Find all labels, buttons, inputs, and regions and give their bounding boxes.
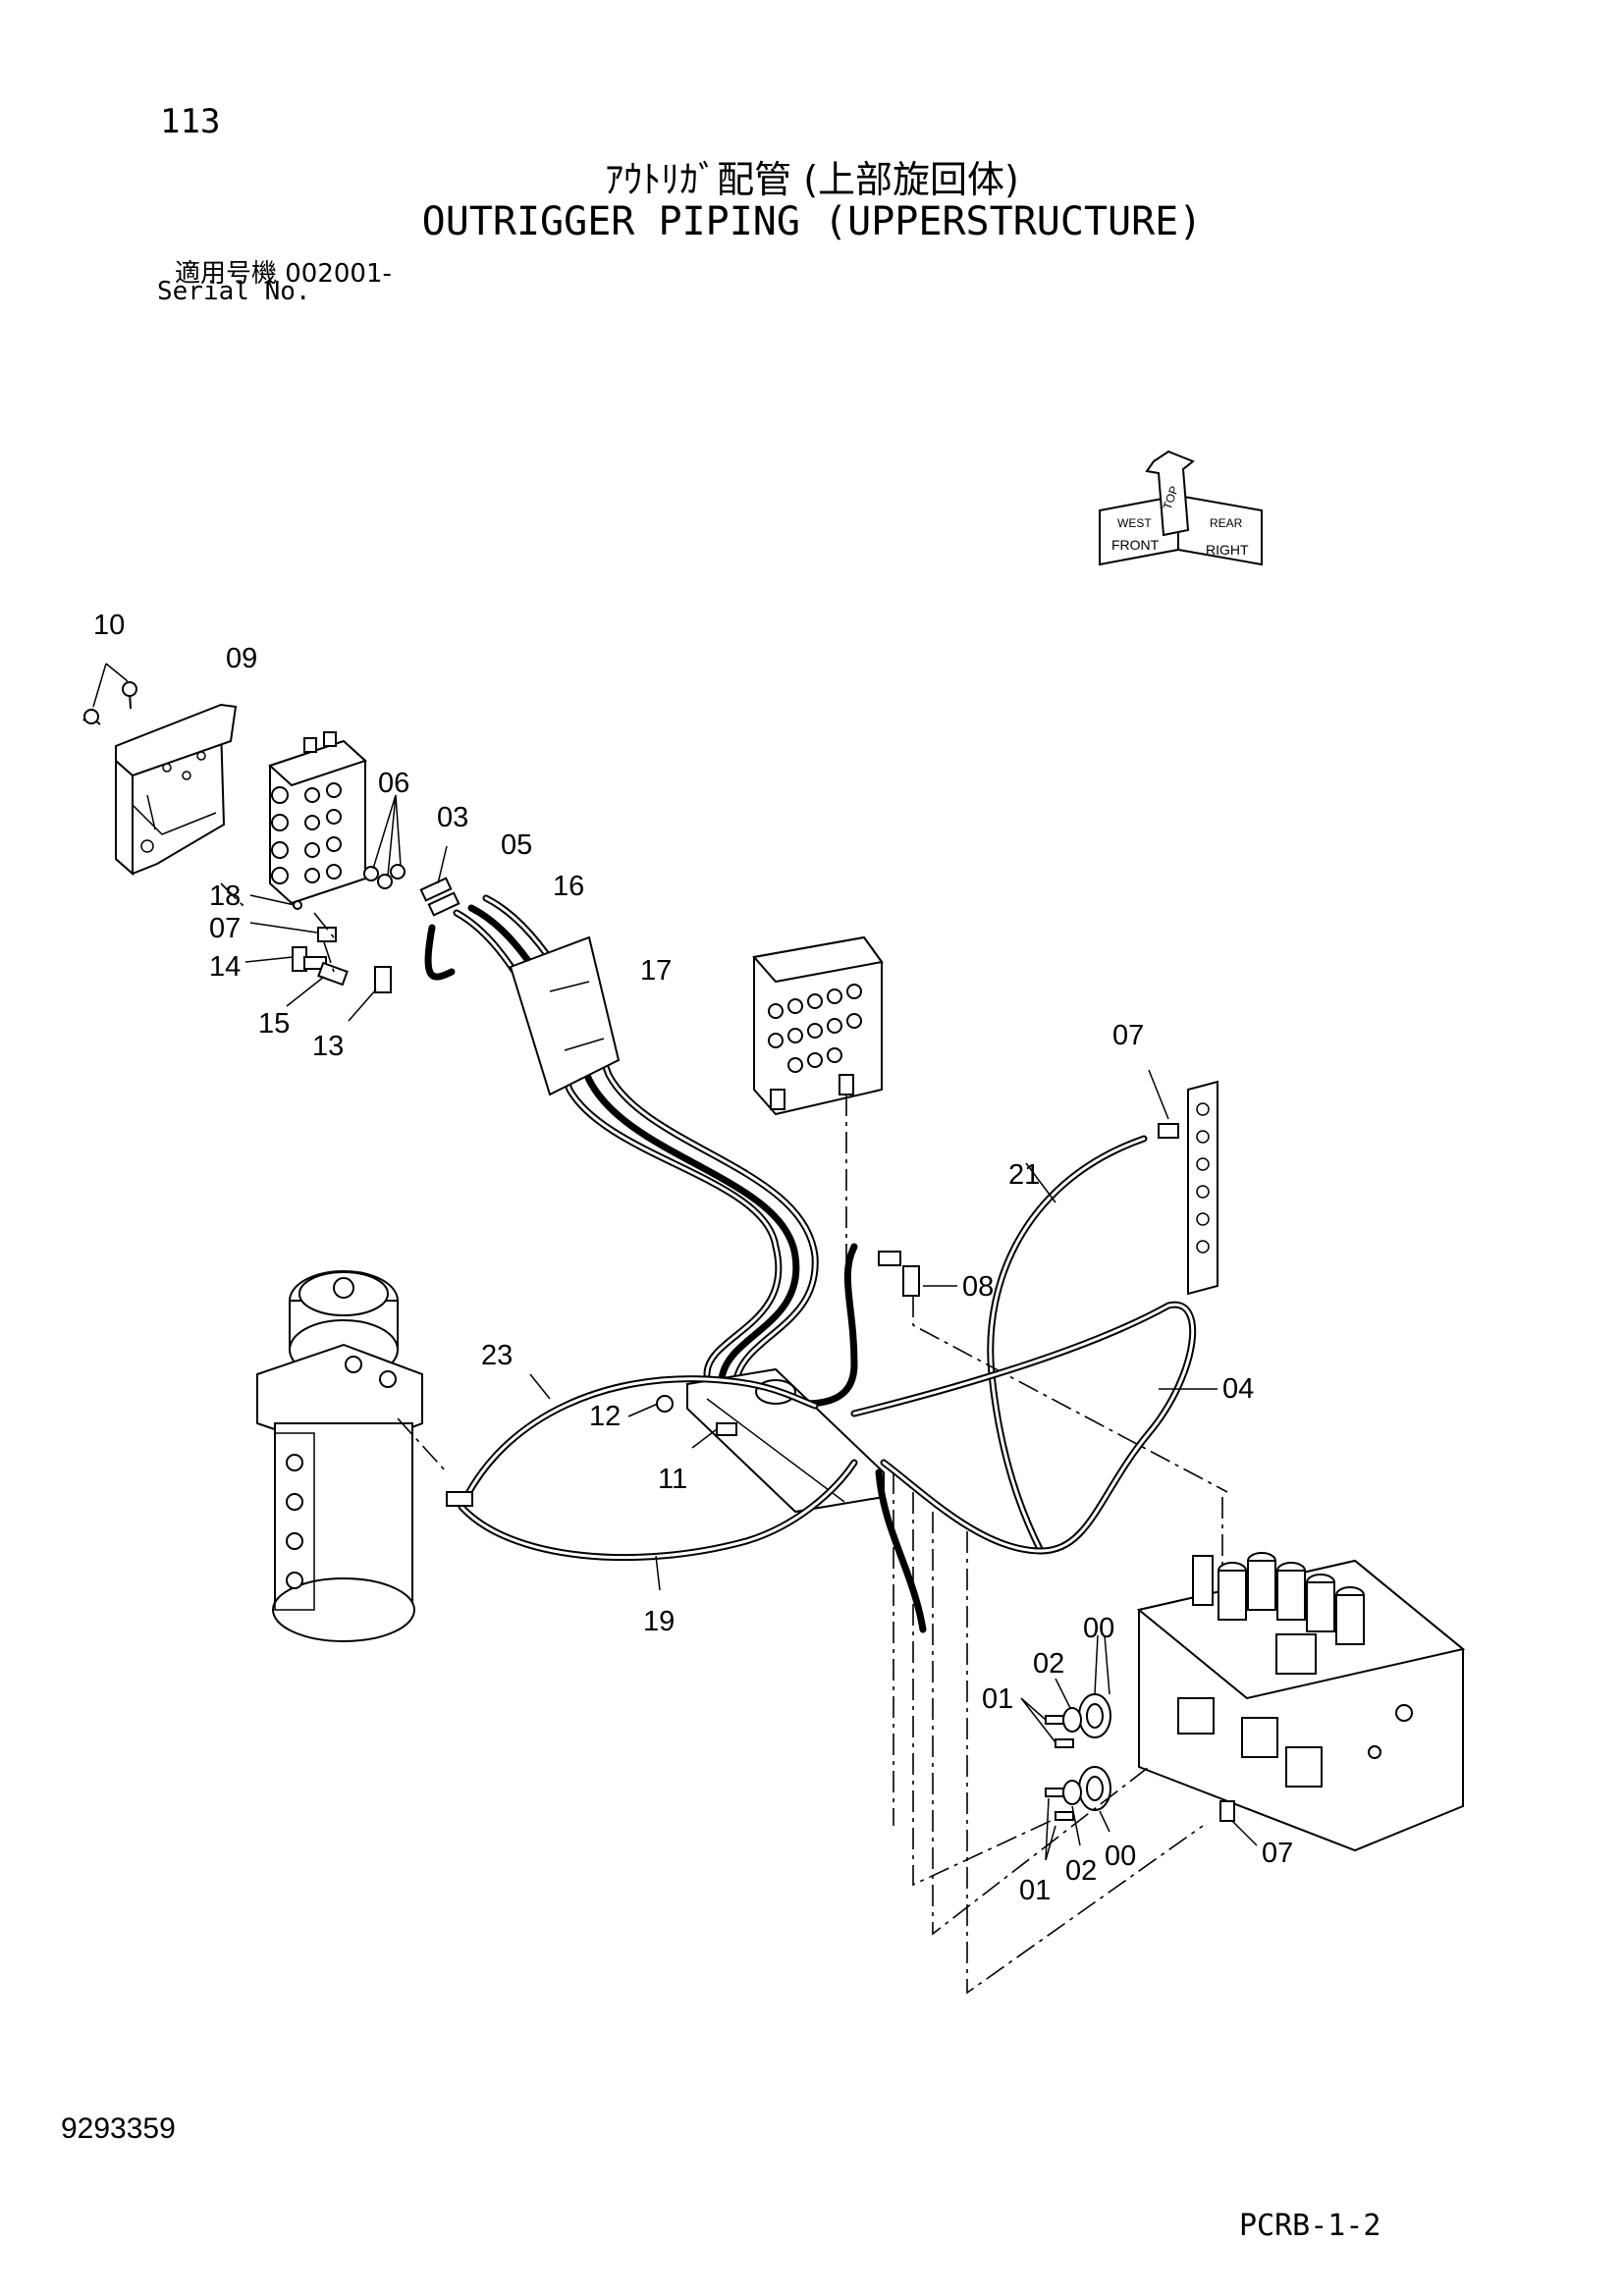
callout-14: 14	[209, 951, 241, 983]
bolt-10	[82, 663, 137, 725]
callout-10: 10	[93, 610, 125, 641]
small-fittings	[244, 894, 392, 1022]
callout-18: 18	[209, 881, 241, 912]
flange-set	[1020, 1634, 1111, 1861]
orientation-label-right: RIGHT	[1206, 542, 1249, 558]
page-title-jp: ｱｳﾄﾘｶﾞ配管 (上部旋回体)	[605, 158, 1019, 201]
callout-09: 09	[226, 643, 257, 674]
document-number: 9293359	[61, 2112, 176, 2145]
callout-11: 11	[658, 1464, 687, 1495]
orientation-label-rear: REAR	[1210, 516, 1243, 530]
hose-21	[987, 1135, 1148, 1555]
orientation-label-west: WEST	[1117, 516, 1152, 530]
callout-00b: 00	[1105, 1841, 1136, 1872]
page-code: PCRB-1-2	[1239, 2209, 1381, 2243]
bracket-09	[115, 703, 238, 877]
callout-02a: 02	[1033, 1648, 1064, 1680]
callout-07c: 07	[1262, 1838, 1293, 1869]
dashed-leaders	[220, 882, 1223, 1995]
callout-15: 15	[258, 1008, 290, 1040]
callout-00a: 00	[1083, 1613, 1114, 1644]
callout-16: 16	[553, 871, 584, 902]
page-title-en: OUTRIGGER PIPING (UPPERSTRUCTURE)	[421, 199, 1203, 244]
swivel-joint	[256, 1270, 448, 1642]
callout-19: 19	[643, 1606, 675, 1637]
orientation-label-front: FRONT	[1111, 537, 1160, 553]
callout-07b: 07	[1112, 1020, 1144, 1051]
callout-03: 03	[437, 802, 468, 833]
control-valve-middle	[752, 935, 884, 1266]
callout-01b: 01	[1019, 1875, 1051, 1906]
callout-01a: 01	[982, 1683, 1013, 1715]
callout-04: 04	[1222, 1373, 1254, 1405]
callout-02b: 02	[1065, 1855, 1097, 1887]
callout-06: 06	[378, 768, 409, 799]
callout-07a: 07	[209, 913, 241, 944]
hose-23-19	[446, 1373, 927, 1633]
serial-label-jp: 適用号機 002001-	[175, 259, 392, 289]
plate-07	[1148, 1069, 1218, 1296]
fitting-08	[801, 1243, 1228, 1493]
callout-21: 21	[1008, 1159, 1040, 1191]
hose-04	[850, 1301, 1218, 1555]
page-number: 113	[160, 102, 221, 141]
fittings-06-03	[363, 794, 460, 917]
callout-12: 12	[589, 1401, 621, 1432]
main-control-valve	[1136, 1552, 1466, 1852]
serial-label-en: Serial No.	[157, 277, 311, 306]
hose-bundle-16-05	[424, 894, 819, 1383]
callout-23: 23	[481, 1340, 513, 1371]
callout-05: 05	[501, 829, 532, 861]
control-valve-upper	[268, 731, 367, 905]
callout-17: 17	[640, 955, 672, 987]
orientation-symbol: FRONT TOP RIGHT WEST REAR	[1099, 450, 1263, 566]
callout-08: 08	[962, 1271, 994, 1303]
callout-13: 13	[312, 1031, 344, 1062]
